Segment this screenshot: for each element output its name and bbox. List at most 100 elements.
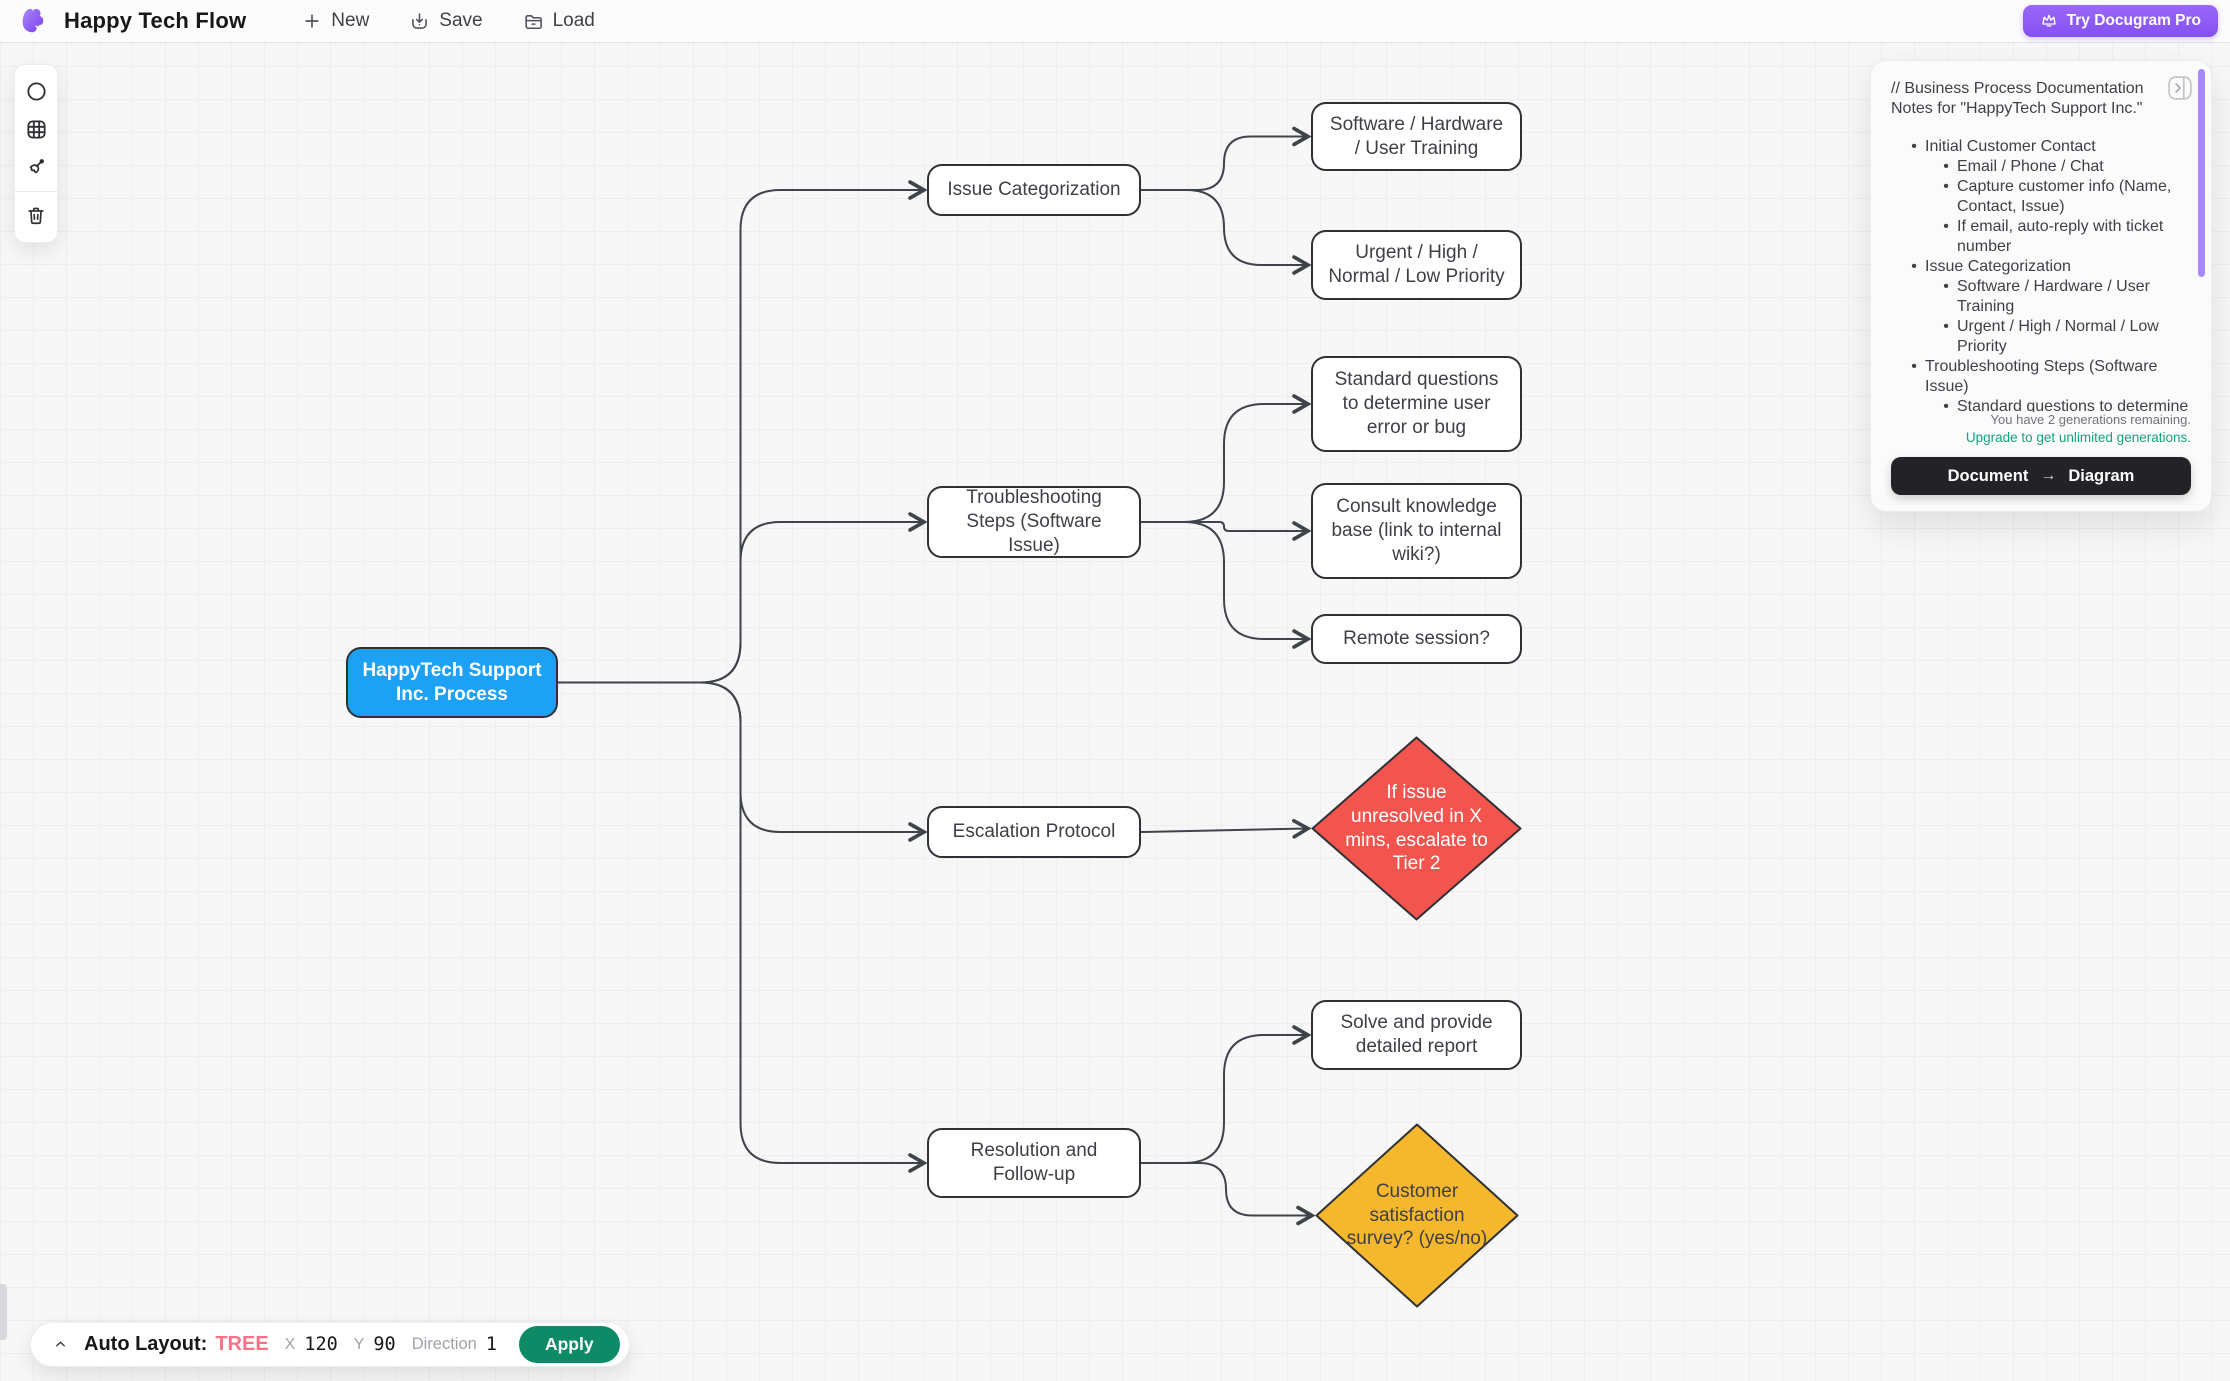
flow-node-priority[interactable]: Urgent / High / Normal / Low Priority bbox=[1311, 230, 1522, 300]
note-bullet-item: •Troubleshooting Steps (Software Issue) bbox=[1891, 357, 2191, 397]
flow-node-escalate-decision[interactable]: If issue unresolved in X mins, escalate … bbox=[1311, 736, 1522, 921]
flow-node-label: Troubleshooting Steps (Software Issue) bbox=[966, 487, 1102, 556]
bullet-glyph: • bbox=[1943, 178, 1949, 195]
note-bullet-text: Initial Customer Contact bbox=[1925, 138, 2096, 155]
flow-edge-root-troubleshooting bbox=[558, 512, 928, 684]
notes-list[interactable]: • Initial Customer Contact • Email / Phone … bbox=[1891, 137, 2191, 412]
grid-tool-button[interactable] bbox=[18, 110, 54, 148]
new-button[interactable]: New bbox=[302, 10, 369, 32]
direction-param: Direction 1 bbox=[412, 1334, 497, 1355]
layout-mode-value[interactable]: TREE bbox=[215, 1333, 269, 1355]
note-bullet-text: If email, auto-reply with ticket number bbox=[1957, 218, 2164, 255]
collapse-layout-bar-button[interactable] bbox=[53, 1337, 68, 1352]
notes-title: // Business Process Documentation Notes … bbox=[1891, 80, 2144, 117]
flow-edge-resolution-survey-decision bbox=[1141, 1162, 1316, 1226]
apply-button[interactable]: Apply bbox=[518, 1326, 620, 1363]
flow-node-escalation[interactable]: Escalation Protocol bbox=[927, 806, 1141, 858]
convert-from-label: Document bbox=[1947, 466, 2029, 485]
toolbar-divider bbox=[15, 191, 57, 192]
flow-edge-issue-categorization-software-hardware bbox=[1141, 126, 1312, 191]
flow-node-label: Issue Categorization bbox=[947, 179, 1121, 201]
bullet-glyph: • bbox=[1911, 138, 1917, 155]
notes-scrollbar[interactable] bbox=[2198, 69, 2205, 277]
flow-node-label: Solve and provide detailed report bbox=[1340, 1012, 1493, 1057]
flow-node-resolution[interactable]: Resolution and Follow-up bbox=[927, 1128, 1141, 1198]
note-bullet-text: Troubleshooting Steps (Software Issue) bbox=[1925, 358, 2158, 395]
y-spacing-param: Y 90 bbox=[354, 1334, 396, 1355]
y-spacing-label: Y bbox=[353, 1335, 365, 1353]
flow-node-label: HappyTech Support Inc. Process bbox=[362, 659, 542, 705]
flow-node-label: Software / Hardware / User Training bbox=[1329, 113, 1504, 159]
circle-icon bbox=[25, 80, 48, 103]
y-spacing-input[interactable]: 90 bbox=[373, 1334, 396, 1355]
x-spacing-input[interactable]: 120 bbox=[304, 1334, 338, 1355]
generations-notice: You have 2 generations remaining. bbox=[1990, 412, 2191, 427]
auto-layout-label: Auto Layout: bbox=[84, 1333, 208, 1355]
folder-icon bbox=[523, 11, 544, 32]
flow-node-label: Resolution and Follow-up bbox=[970, 1140, 1098, 1185]
flow-edge-issue-categorization-priority bbox=[1141, 189, 1312, 275]
trash-icon bbox=[25, 205, 47, 227]
new-button-label: New bbox=[331, 10, 370, 31]
flow-node-label: Remote session? bbox=[1343, 628, 1490, 650]
collapse-panel-button[interactable] bbox=[2167, 75, 2193, 101]
save-button[interactable]: Save bbox=[409, 10, 483, 32]
bullet-glyph: • bbox=[1943, 318, 1949, 335]
flow-node-root[interactable]: HappyTech Support Inc. Process bbox=[346, 647, 558, 718]
save-button-label: Save bbox=[439, 10, 483, 31]
x-spacing-param: X 120 bbox=[285, 1334, 338, 1355]
flow-edge-resolution-solve-report bbox=[1141, 1025, 1312, 1164]
flow-node-label: Escalation Protocol bbox=[952, 821, 1116, 843]
note-bullet-item: •Capture customer info (Name, Contact, I… bbox=[1891, 177, 2191, 217]
note-bullet-item: •Urgent / High / Normal / Low Priority bbox=[1891, 317, 2191, 357]
note-bullet-text: Software / Hardware / User Training bbox=[1957, 278, 2150, 315]
bullet-glyph: • bbox=[1943, 158, 1949, 175]
convert-to-label: Diagram bbox=[2068, 466, 2135, 485]
circle-shape-tool-button[interactable] bbox=[18, 72, 54, 110]
x-spacing-label: X bbox=[284, 1335, 296, 1353]
direction-label: Direction bbox=[411, 1335, 477, 1353]
load-button-label: Load bbox=[552, 10, 595, 31]
note-bullet-item: •Standard questions to determine bbox=[1891, 397, 2191, 412]
flow-edge-escalation-escalate-decision bbox=[1140, 818, 1312, 839]
flow-node-software-hardware[interactable]: Software / Hardware / User Training bbox=[1311, 102, 1522, 171]
note-bullet-item: • If email, auto-reply with ticket number bbox=[1891, 217, 2191, 257]
note-bullet-item: • Email / Phone / Chat bbox=[1891, 157, 2191, 177]
delete-tool-button[interactable] bbox=[18, 197, 54, 235]
flow-node-solve-report[interactable]: Solve and provide detailed report bbox=[1311, 1000, 1522, 1070]
flow-edge-troubleshooting-remote-session bbox=[1141, 521, 1312, 649]
load-button[interactable]: Load bbox=[523, 10, 595, 32]
flow-node-remote-session[interactable]: Remote session? bbox=[1311, 614, 1522, 664]
flow-node-survey-decision[interactable]: Customer satisfaction survey? (yes/no) bbox=[1315, 1123, 1519, 1308]
upgrade-link[interactable]: Upgrade to get unlimited generations. bbox=[1965, 430, 2191, 445]
document-to-diagram-button[interactable]: Document → Diagram bbox=[1891, 457, 2191, 495]
flow-node-knowledge-base[interactable]: Consult knowledge base (link to internal… bbox=[1311, 483, 1522, 579]
flow-edge-troubleshooting-standard-questions bbox=[1141, 394, 1312, 523]
flow-edge-root-resolution bbox=[558, 681, 928, 1173]
save-icon bbox=[409, 11, 430, 32]
clean-tool-button[interactable] bbox=[18, 148, 54, 186]
docugram-logo-icon bbox=[18, 5, 50, 37]
flow-node-troubleshooting[interactable]: Troubleshooting Steps (Software Issue) bbox=[927, 486, 1141, 558]
try-pro-button[interactable]: Try Docugram Pro bbox=[2022, 5, 2218, 37]
app-title: Happy Tech Flow bbox=[64, 8, 247, 33]
shape-toolbar bbox=[14, 64, 58, 243]
note-bullet-text: Email / Phone / Chat bbox=[1957, 158, 2104, 175]
canvas-scrollbar[interactable] bbox=[0, 1284, 7, 1340]
flow-node-label: Standard questions to determine user err… bbox=[1334, 369, 1499, 438]
grid-icon bbox=[25, 118, 48, 141]
note-bullet-text: Issue Categorization bbox=[1925, 258, 2071, 275]
top-bar: Happy Tech Flow New Save Load bbox=[0, 0, 2230, 43]
direction-input[interactable]: 1 bbox=[485, 1334, 497, 1355]
bullet-glyph: • bbox=[1943, 218, 1949, 235]
flow-node-standard-questions[interactable]: Standard questions to determine user err… bbox=[1311, 356, 1522, 452]
auto-layout-bar: Auto Layout: TREE X 120 Y 90 Direction 1… bbox=[30, 1322, 630, 1367]
flow-node-label: Urgent / High / Normal / Low Priority bbox=[1328, 242, 1505, 287]
crown-icon bbox=[2040, 12, 2058, 30]
flow-node-label: Customer satisfaction survey? (yes/no) bbox=[1346, 1180, 1488, 1250]
flow-edge-troubleshooting-knowledge-base bbox=[1141, 521, 1312, 541]
note-bullet-text: Standard questions to determine bbox=[1957, 398, 2189, 412]
flow-node-issue-categorization[interactable]: Issue Categorization bbox=[927, 164, 1141, 216]
